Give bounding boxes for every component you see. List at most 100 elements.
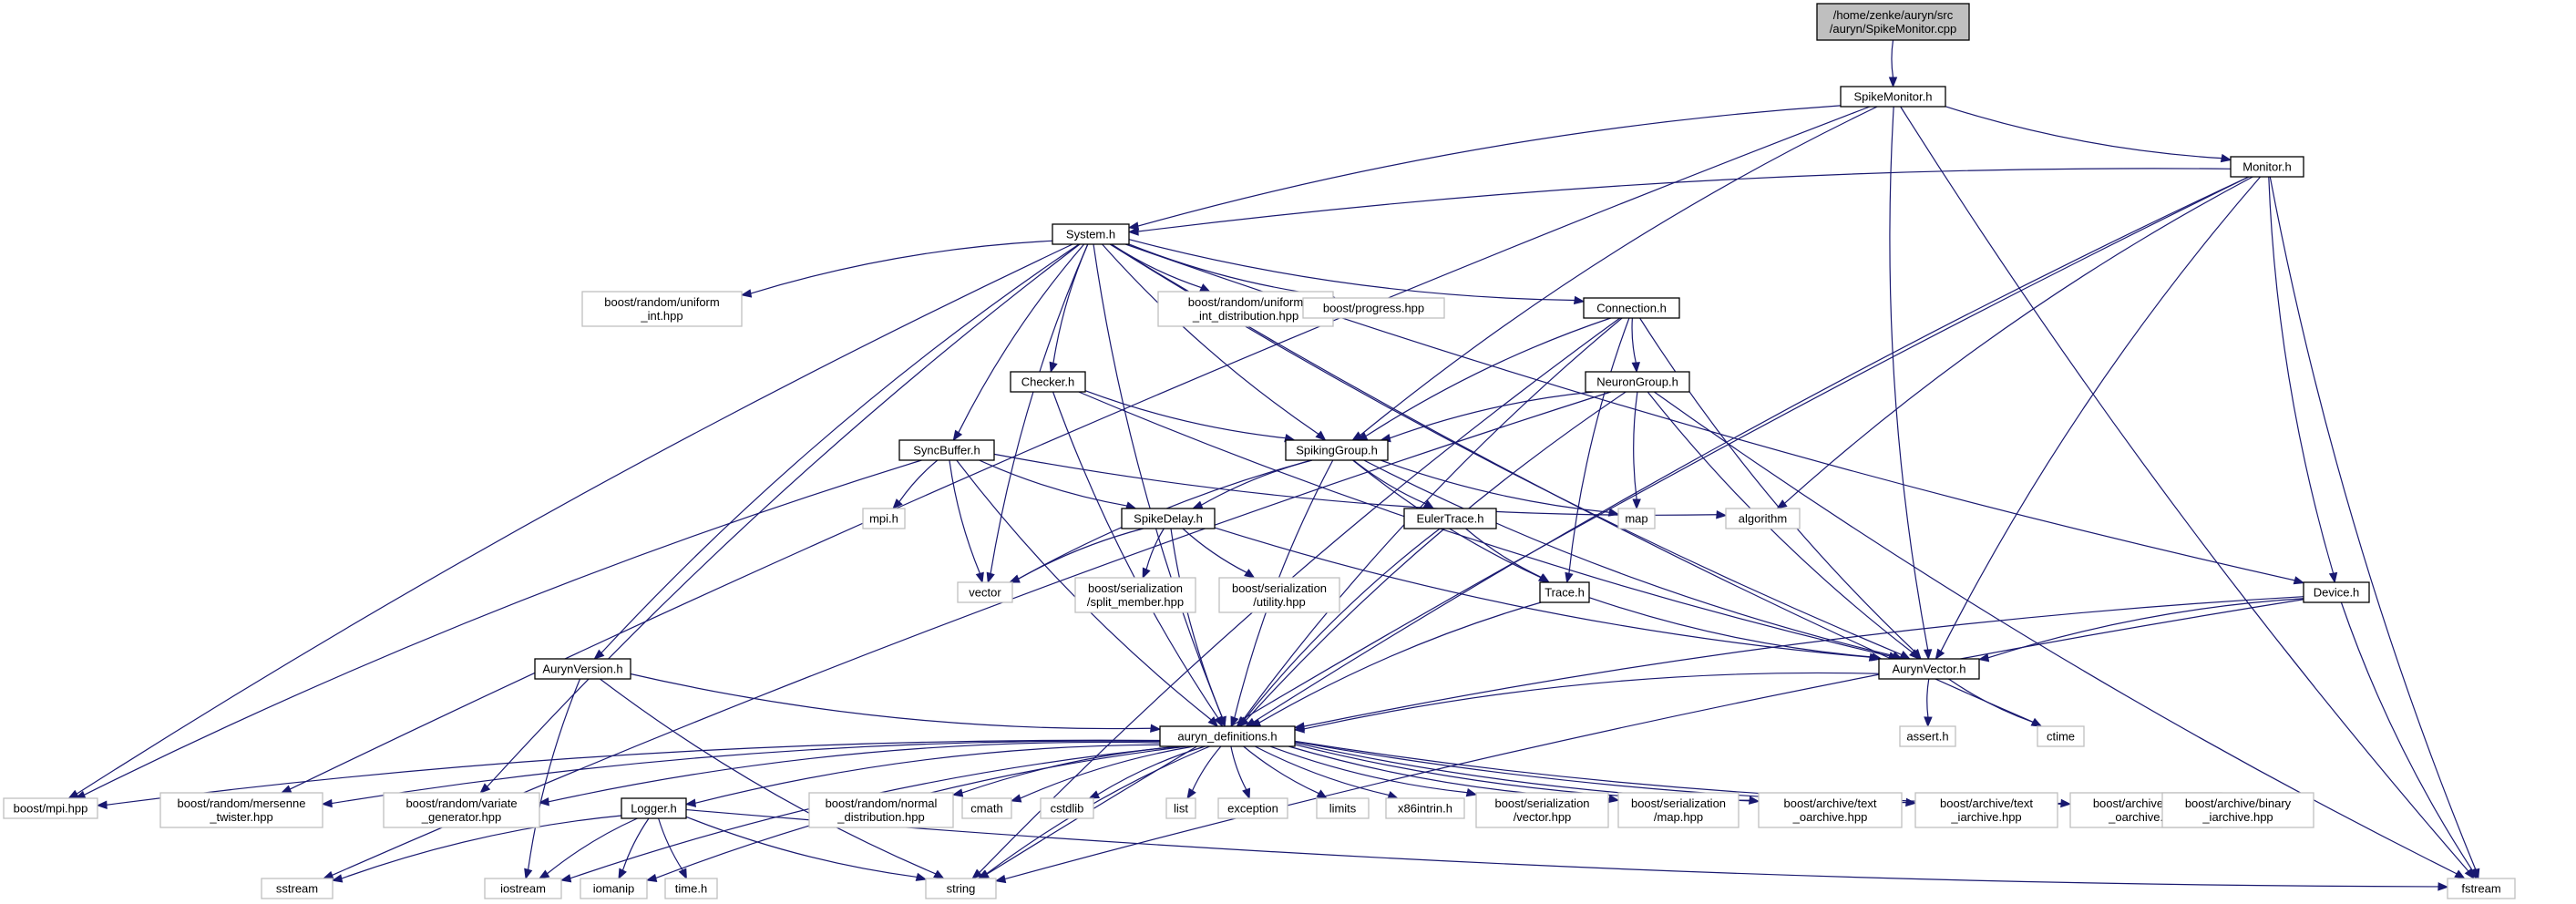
node-monitor[interactable]: Monitor.h (2230, 156, 2304, 178)
edge-line (1191, 745, 1222, 791)
node-box (534, 658, 631, 680)
edge-line (1948, 678, 2034, 724)
node-label: boost/serialization (1232, 581, 1327, 595)
node-map: map (1617, 508, 1656, 529)
node-label: vector (969, 586, 1001, 600)
node-mpi: mpi.h (862, 508, 906, 529)
edge-spikedelay-to-utility (1182, 528, 1256, 579)
node-system[interactable]: System.h (1052, 223, 1130, 245)
node-box (2447, 878, 2516, 899)
node-spikemonitor[interactable]: SpikeMonitor.h (1840, 86, 1946, 108)
edge-spikemonitor-to-system (1127, 105, 1842, 231)
edge-line (487, 243, 1081, 787)
edge-system-to-boost_mpi (67, 243, 1073, 799)
node-neurongroup[interactable]: NeuronGroup.h (1585, 371, 1690, 393)
edge-line (1052, 243, 1089, 364)
arrowhead (1293, 724, 1305, 734)
arrowhead (1749, 796, 1760, 805)
node-label: boost/archive/text (1784, 796, 1877, 810)
edge-line (331, 740, 1161, 805)
node-eulertrace[interactable]: EulerTrace.h (1403, 508, 1497, 529)
edge-device-to-string (994, 599, 2304, 884)
node-label: Connection.h (1596, 302, 1667, 315)
edge-aurynversion-to-iostream (524, 678, 581, 880)
edge-logger-to-iomanip (618, 817, 650, 880)
arrowhead (2220, 153, 2232, 163)
node-label: boost/archive/binary (2185, 796, 2292, 810)
arrowhead (559, 874, 572, 883)
edge-line (1078, 391, 1890, 657)
node-box (957, 581, 1013, 603)
node-label: boost/progress.hpp (1323, 302, 1424, 315)
node-auryn-definitions[interactable]: auryn_definitions.h (1159, 725, 1296, 747)
arrowhead (1888, 77, 1898, 88)
node-progress: boost/progress.hpp (1302, 297, 1445, 319)
edge-line (1018, 528, 1144, 580)
arrowhead (1127, 227, 1139, 236)
node-aurynvector[interactable]: AurynVector.h (1878, 658, 1980, 680)
node-spikinggroup[interactable]: SpikingGroup.h (1285, 439, 1389, 461)
edge-line (2269, 176, 2477, 870)
node-label: EulerTrace.h (1417, 512, 1484, 526)
arrowhead (1909, 649, 1920, 660)
edge-line (1269, 745, 1468, 794)
node-box (1758, 792, 1903, 828)
edge-line (1093, 243, 1223, 718)
node-root[interactable]: /home/zenke/auryn/src/auryn/SpikeMonitor… (1816, 3, 1970, 41)
edge-system-to-variate (479, 243, 1081, 794)
node-label: Device.h (2314, 586, 2360, 600)
node-box (1302, 297, 1445, 319)
arrowhead (2293, 576, 2305, 585)
arrowhead (322, 870, 334, 879)
edge-connection-to-neurongroup (1631, 317, 1641, 374)
edge-line (694, 744, 1161, 804)
node-label: SpikeMonitor.h (1854, 90, 1933, 104)
node-label: time.h (675, 882, 707, 896)
edge-auryn_definitions-to-normal (951, 745, 1181, 797)
arrowhead (2328, 571, 2338, 584)
edge-line (750, 240, 1053, 294)
edge-line (1258, 601, 1542, 724)
edge-line (990, 243, 1089, 574)
node-label: boost/random/normal (826, 796, 938, 810)
node-label: string (947, 882, 976, 896)
node-label: _twister.hpp (209, 810, 272, 824)
node-label: _generator.hpp (421, 810, 501, 824)
node-algorithm: algorithm (1725, 508, 1801, 529)
node-spikedelay[interactable]: SpikeDelay.h (1121, 508, 1216, 529)
node-logger[interactable]: Logger.h (621, 797, 687, 819)
node-box (1316, 797, 1370, 819)
node-box (1052, 223, 1130, 245)
arrowhead (1010, 794, 1022, 803)
arrowhead (1631, 362, 1641, 374)
arrowhead (1230, 715, 1239, 728)
edge-line (1900, 106, 2469, 872)
node-checker[interactable]: Checker.h (1010, 371, 1086, 393)
edge-auryn_definitions-to-cmath (1010, 745, 1195, 803)
arrowhead (1387, 790, 1400, 799)
arrowhead (975, 571, 984, 584)
node-device[interactable]: Device.h (2303, 581, 2370, 603)
edge-auryn_definitions-to-x86intrin (1254, 745, 1400, 799)
edge-syncbuffer-to-boost_mpi (74, 459, 922, 799)
node-box (484, 878, 562, 899)
node-box (581, 291, 743, 327)
node-sstream: sstream (261, 878, 334, 899)
edge-auryn_definitions-to-limits (1243, 745, 1329, 799)
arrowhead (2060, 798, 2072, 808)
node-aurynversion[interactable]: AurynVersion.h (534, 658, 631, 680)
node-box (925, 878, 997, 899)
edge-line (1631, 317, 1637, 364)
edge-monitor-to-aurynvector (1935, 176, 2262, 661)
node-trace[interactable]: Trace.h (1539, 581, 1590, 603)
edge-line (289, 106, 1871, 790)
node-syncbuffer[interactable]: SyncBuffer.h (898, 439, 995, 461)
node-connection[interactable]: Connection.h (1583, 297, 1680, 319)
edge-aurynversion-to-auryn_definitions (630, 673, 1162, 733)
edge-logger-to-sstream (331, 815, 622, 883)
edge-line (1363, 459, 1894, 657)
node-ctime: ctime (2037, 725, 2085, 747)
node-label: Trace.h (1545, 586, 1585, 600)
edge-monitor-to-fstream (2269, 176, 2480, 880)
edge-line (1389, 391, 1594, 439)
